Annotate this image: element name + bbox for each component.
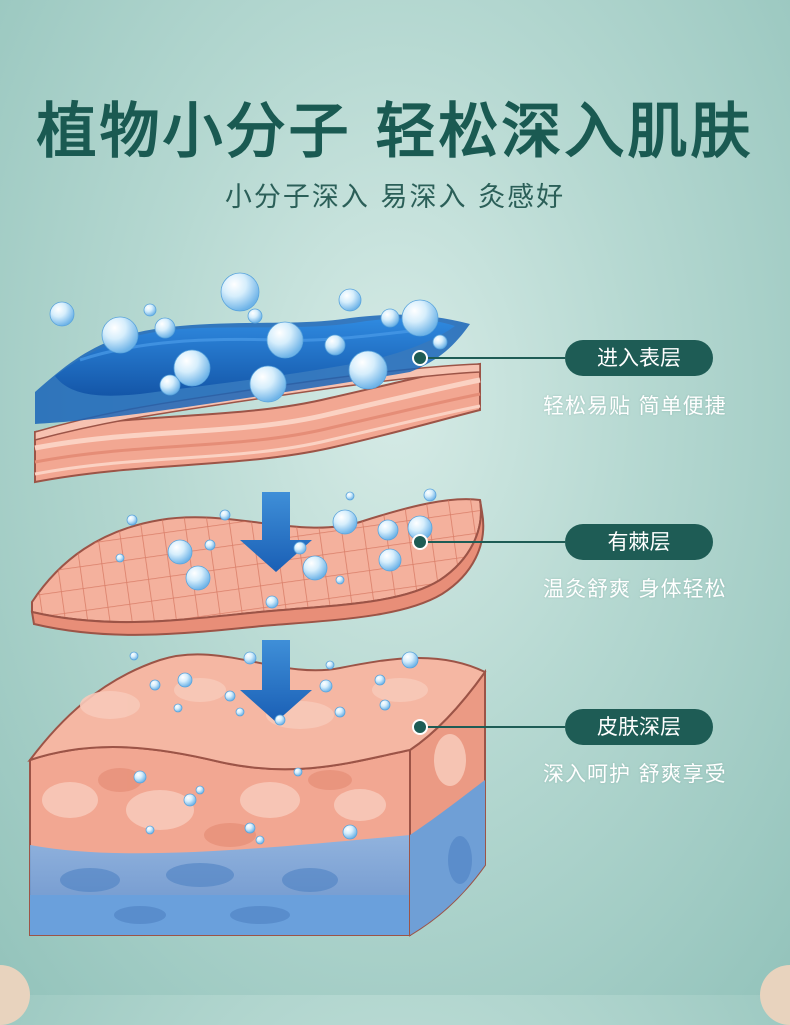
- page-title: 植物小分子 轻松深入肌肤: [36, 97, 754, 167]
- down-arrow-icon: [240, 492, 312, 572]
- down-arrow-icon: [240, 640, 312, 722]
- layer-desc-dermis: 深入呵护 舒爽享受: [543, 762, 727, 786]
- leader-lines: [412, 350, 565, 735]
- water-droplet-icon: [49, 272, 448, 845]
- layer-desc-surface: 轻松易贴 简单便捷: [543, 394, 727, 418]
- layer-label-spinous: 有棘层: [565, 524, 713, 560]
- spinous-layer: [30, 498, 485, 636]
- layer-label-dermis: 皮肤深层: [565, 709, 713, 745]
- layer-desc-spinous: 温灸舒爽 身体轻松: [543, 577, 727, 601]
- skin-layer-illustration: [27, 272, 565, 937]
- dermis-layer: [27, 653, 487, 937]
- page-subtitle: 小分子深入 易深入 灸感好: [224, 182, 566, 213]
- layer-label-surface: 进入表层: [565, 340, 713, 376]
